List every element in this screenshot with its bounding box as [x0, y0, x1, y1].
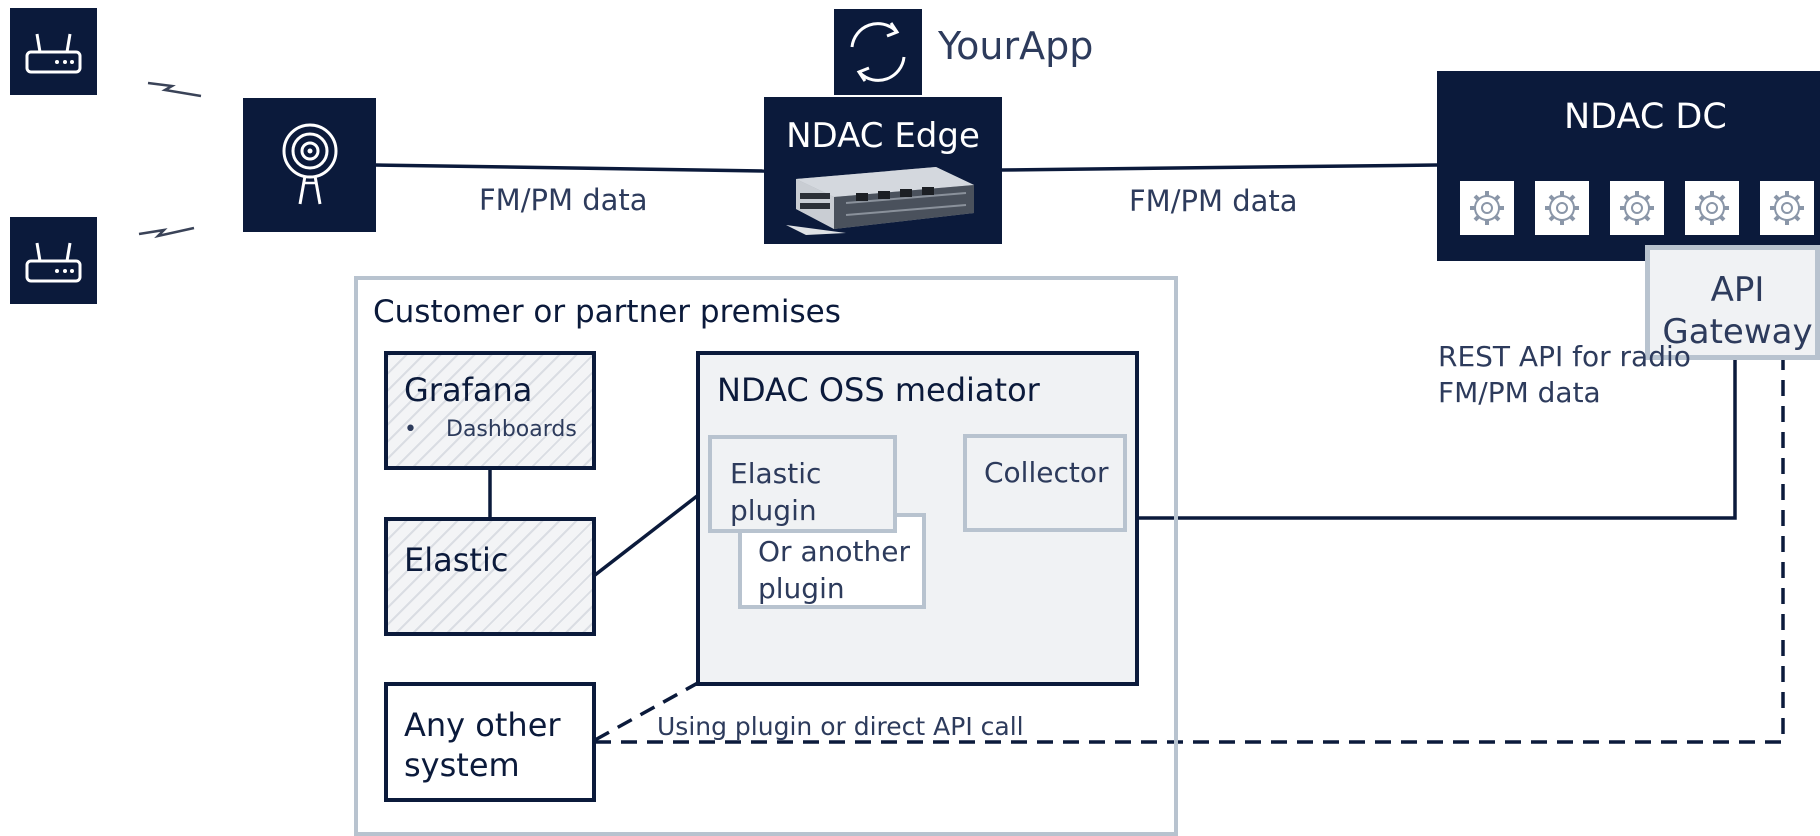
api-gateway-line1: API	[1710, 270, 1765, 310]
router-icon	[25, 33, 82, 74]
grafana-box: Grafana • Dashboards	[384, 351, 596, 470]
router-device-2	[10, 217, 97, 304]
plugin-or-api-label: Using plugin or direct API call	[657, 712, 1024, 741]
another-plugin-line2: plugin	[758, 572, 845, 605]
server-chassis-image	[786, 167, 974, 235]
rest-api-label-line2: FM/PM data	[1438, 376, 1601, 409]
any-other-system-box: Any other system	[384, 682, 596, 802]
antenna-tower-icon	[282, 123, 338, 205]
gear-icon	[1760, 181, 1814, 235]
grafana-label: Grafana	[404, 371, 533, 409]
gear-icon	[1460, 181, 1514, 235]
router-device-1	[10, 8, 97, 95]
api-gateway-line2: Gateway	[1662, 312, 1813, 352]
premises-title: Customer or partner premises	[373, 294, 841, 330]
rest-api-label-line1: REST API for radio	[1438, 340, 1691, 373]
elastic-plugin-line1: Elastic	[730, 457, 822, 490]
gear-icon	[1535, 181, 1589, 235]
grafana-bullet-dot: •	[404, 417, 417, 442]
ndac-dc-node: NDAC DC	[1437, 71, 1820, 261]
mediator-title: NDAC OSS mediator	[717, 371, 1040, 409]
ndac-edge-label: NDAC Edge	[786, 116, 980, 156]
any-other-line2: system	[404, 746, 520, 784]
another-plugin-line1: Or another	[758, 535, 910, 568]
ndac-dc-label: NDAC DC	[1564, 97, 1727, 137]
elastic-box: Elastic	[384, 517, 596, 636]
antenna-station	[243, 98, 376, 232]
left-fmpm-label: FM/PM data	[479, 183, 648, 217]
elastic-label: Elastic	[404, 541, 509, 579]
ndac-edge-node: NDAC Edge	[764, 97, 1002, 244]
gear-icon	[1685, 181, 1739, 235]
wireless-signal-icon	[147, 81, 202, 98]
edge-dc-link	[1001, 163, 1438, 172]
right-fmpm-label: FM/PM data	[1129, 184, 1298, 218]
yourapp-icon-box	[834, 9, 922, 95]
grafana-bullet-text: Dashboards	[446, 417, 577, 442]
wireless-signal-icon	[138, 226, 195, 239]
elastic-plugin-box: Elastic plugin	[708, 435, 897, 533]
antenna-edge-link	[374, 163, 766, 173]
collector-gateway-link	[1127, 360, 1737, 520]
api-gateway-node: API Gateway	[1645, 245, 1820, 360]
router-icon	[25, 242, 82, 283]
refresh-icon	[850, 22, 906, 82]
any-system-gateway-dashed	[595, 360, 1785, 744]
elastic-plugin-link	[593, 484, 712, 577]
elastic-plugin-line2: plugin	[730, 494, 817, 527]
gear-icon	[1610, 181, 1664, 235]
collector-box: Collector	[963, 434, 1127, 532]
collector-label: Collector	[984, 456, 1109, 489]
yourapp-label: YourApp	[938, 24, 1094, 68]
any-other-line1: Any other	[404, 706, 561, 744]
